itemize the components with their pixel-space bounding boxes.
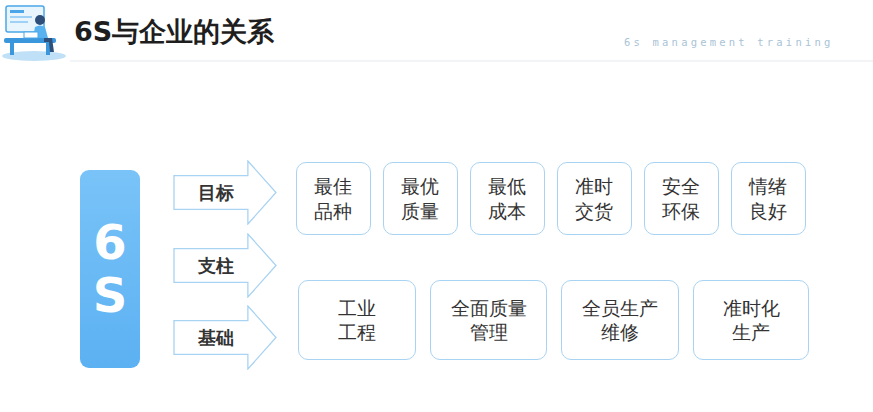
arrow-label: 基础 (173, 305, 277, 370)
box-text: 最优 质量 (396, 174, 445, 223)
arrow-text: 基础 (198, 326, 234, 350)
item-box: 安全 环保 (644, 162, 719, 235)
main-block: 6S (80, 170, 140, 368)
box-text: 情绪 良好 (744, 174, 793, 223)
item-box: 最佳 品种 (296, 162, 371, 235)
item-box: 最低 成本 (470, 162, 545, 235)
item-box: 工业 工程 (298, 280, 416, 360)
arrow-text: 目标 (198, 181, 234, 205)
header-icon (2, 6, 66, 61)
header-rule (70, 61, 873, 62)
arrow-outline (174, 161, 276, 224)
box-text: 准时 交货 (570, 174, 619, 223)
main-label: 6S (86, 216, 134, 322)
box-text: 最低 成本 (483, 174, 532, 223)
arrow-label: 支柱 (173, 233, 277, 298)
item-box: 准时 交货 (557, 162, 632, 235)
arrow-label: 目标 (173, 160, 277, 225)
box-text: 安全 环保 (657, 174, 706, 223)
box-text: 最佳 品种 (309, 174, 358, 223)
box-text: 工业 工程 (332, 296, 381, 345)
box-text: 全员生产 维修 (578, 296, 662, 345)
item-box: 最优 质量 (383, 162, 458, 235)
subtitle-label: 6s management training (624, 36, 833, 48)
box-text: 准时化 生产 (709, 296, 793, 345)
item-box: 全员生产 维修 (561, 280, 679, 360)
arrow-text: 支柱 (198, 254, 234, 278)
item-box: 情绪 良好 (731, 162, 806, 235)
box-text: 全面质量 管理 (447, 296, 531, 345)
item-box: 全面质量 管理 (430, 280, 547, 360)
arrow-outline (174, 234, 276, 297)
arrow-outline (174, 306, 276, 369)
page-title: 6S与企业的关系 (74, 14, 274, 50)
item-box: 准时化 生产 (693, 280, 809, 360)
